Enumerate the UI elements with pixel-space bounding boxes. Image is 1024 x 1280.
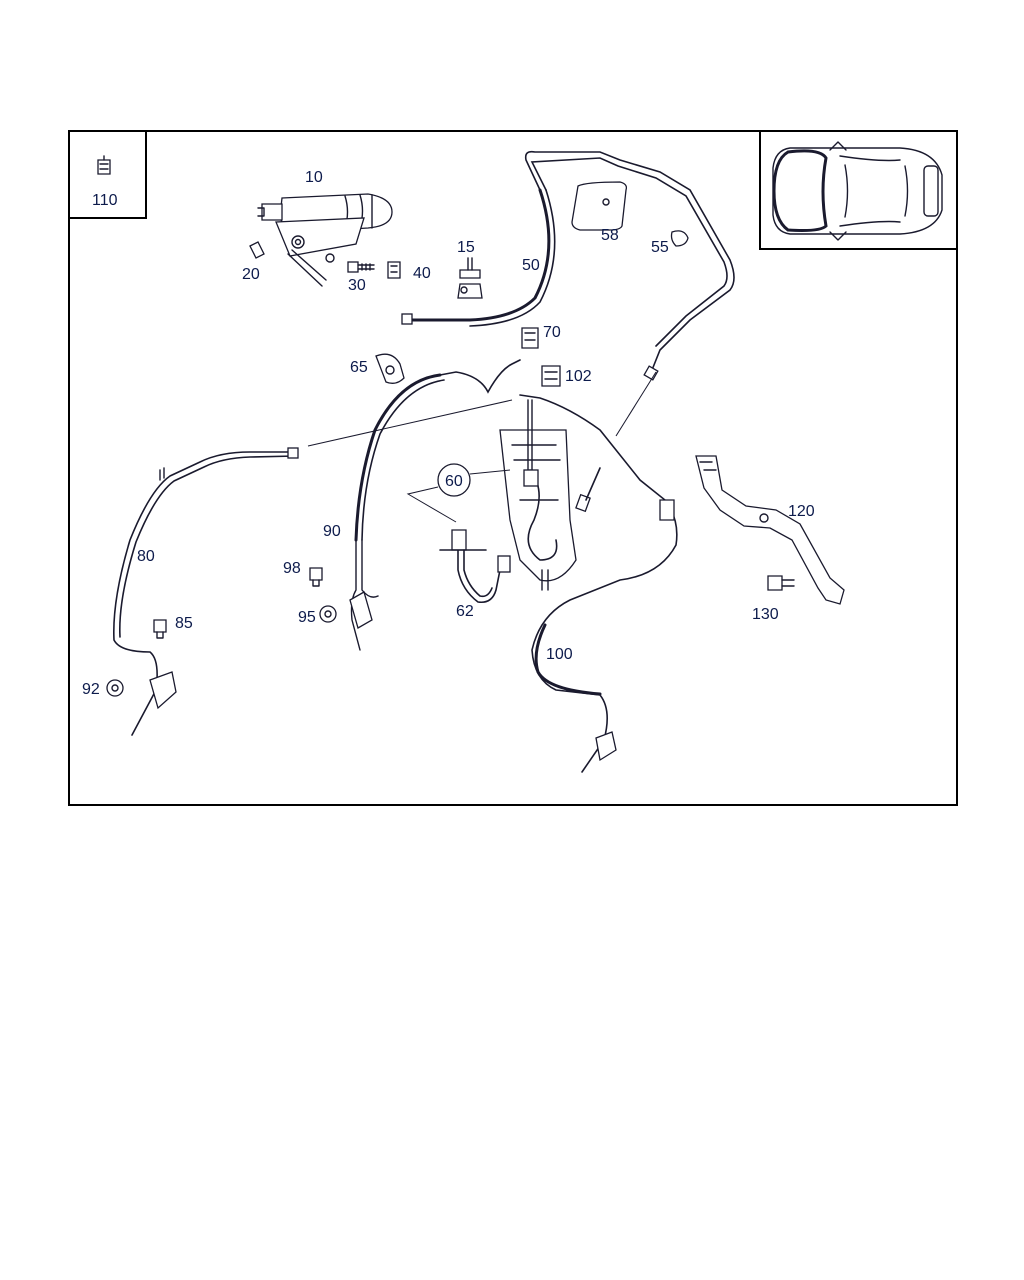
clip-110-icon [97,155,111,175]
label-92: 70 [543,324,561,341]
label-58: 58 [601,227,619,244]
label-15: 15 [457,239,475,256]
vehicle-inset [759,131,957,250]
part-80-nut [153,619,167,639]
label-90: 90 [323,523,341,540]
label-100: 100 [546,646,573,663]
part-55-grommet [670,230,689,247]
leader-60 [406,469,511,523]
label-65: 65 [350,359,368,376]
label-62: 62 [456,603,474,620]
part-62-pipe [439,529,511,604]
part-102-clip [541,365,561,387]
part-10-pump [257,193,393,287]
label-110: 110 [92,192,118,209]
part-50-hose [401,188,556,327]
leader-100 [615,371,657,437]
inset-box-110: 110 [69,131,147,219]
part-60-bracket [499,399,601,591]
pipe-upper-right [524,150,735,381]
part-58-cover [571,181,628,231]
part-90-hose [349,359,521,651]
label-20: 20 [242,266,260,283]
label-85: 92 [82,681,100,698]
label-40: 40 [413,265,431,282]
label-102: 102 [565,368,592,385]
label-120: 120 [788,503,815,520]
part-30-bolt [347,261,375,273]
part-120-bracket [695,455,845,605]
part-85-washer [106,679,124,697]
car-topview-icon [772,141,943,241]
leader-70-90 [307,399,513,447]
label-98: 98 [283,560,301,577]
label-10: 10 [305,169,323,186]
part-15-sensor [457,257,483,299]
part-95-washer [319,605,337,623]
label-60-circle [437,463,471,497]
part-70-pipe [113,447,299,736]
label-130: 130 [752,606,779,623]
label-95: 95 [298,609,316,626]
label-60: 60 [445,473,463,490]
part-40-clip [387,261,401,279]
label-30: 30 [348,277,366,294]
part-92-clip [521,327,539,349]
part-98-bolt [309,567,323,587]
part-65-holder [375,353,405,384]
part-100-pipe [519,394,678,773]
label-50: 50 [522,257,540,274]
label-80: 85 [175,615,193,632]
part-130-bolt [767,575,795,591]
label-70: 80 [137,548,155,565]
part-20-clip [249,241,265,259]
diagram-frame [68,130,958,806]
label-55: 55 [651,239,669,256]
